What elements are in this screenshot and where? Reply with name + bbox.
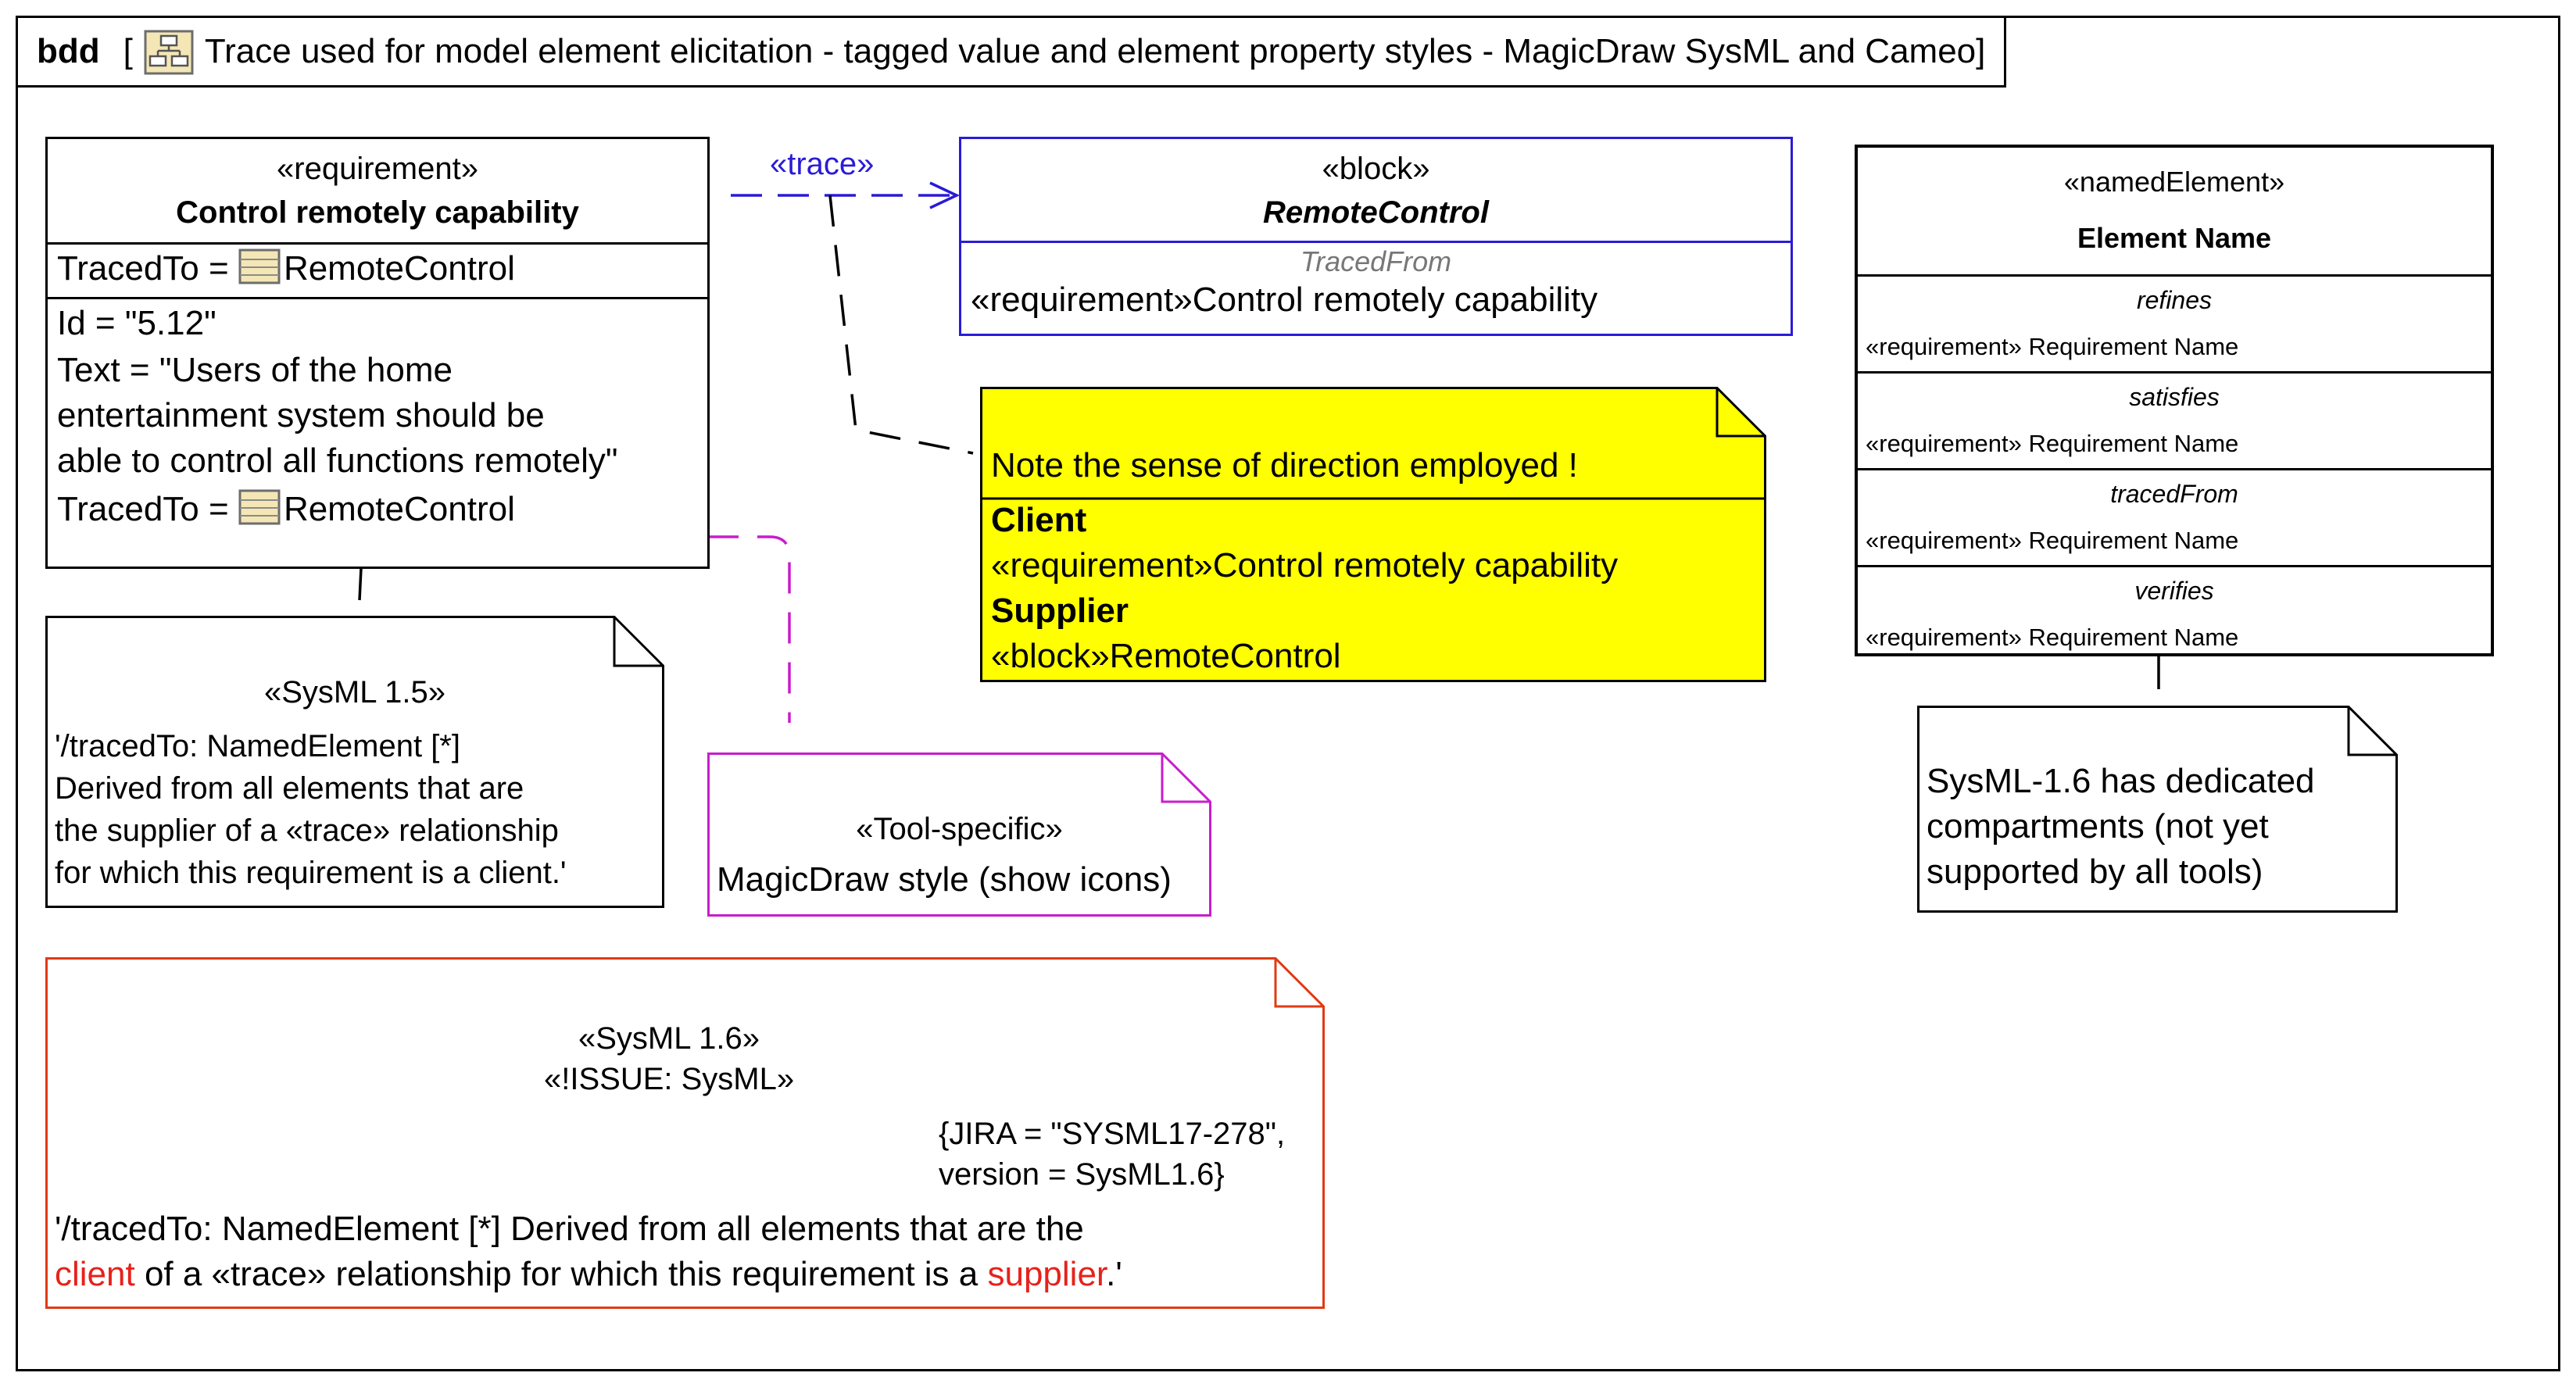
supplier-label: Supplier: [991, 592, 1129, 630]
refines-title: refines: [2136, 286, 2213, 314]
traced-from-title: TracedFrom: [1300, 245, 1452, 277]
satisfies-value: «requirement» Requirement Name: [1866, 430, 2239, 457]
requirement-traced-to-compartment: TracedTo = RemoteControl: [48, 242, 707, 297]
block-name: RemoteControl: [1263, 195, 1489, 230]
named-element-block[interactable]: «namedElement» Element Name refines «req…: [1855, 145, 2494, 656]
requirement-text-line-3: able to control all functions remotely": [57, 441, 618, 480]
verifies-compartment: verifies «requirement» Requirement Name: [1858, 565, 2491, 657]
block-icon: [238, 248, 281, 284]
tool-note-anchor: [707, 535, 791, 723]
sysml15-line-1: '/tracedTo: NamedElement [*]: [55, 729, 460, 763]
traced-to-target[interactable]: RemoteControl: [283, 490, 515, 528]
requirement-name: Control remotely capability: [176, 195, 579, 230]
traced-to-target[interactable]: RemoteControl: [283, 249, 515, 288]
verifies-value: «requirement» Requirement Name: [1866, 624, 2239, 651]
traced-to-label: TracedTo =: [57, 249, 238, 288]
yellow-note-anchor: [828, 195, 974, 455]
compartments-note-line-2: compartments (not yet: [1927, 807, 2269, 845]
refines-compartment: refines «requirement» Requirement Name: [1858, 274, 2491, 371]
sysml16-line-2: client of a «trace» relationship for whi…: [55, 1250, 1122, 1299]
tool-specific-text: MagicDraw style (show icons): [717, 860, 1172, 899]
traced-from-title: tracedFrom: [2110, 480, 2238, 508]
compartments-note-line-3: supported by all tools): [1927, 853, 2263, 891]
sysml16-line-1: '/tracedTo: NamedElement [*] Derived fro…: [55, 1210, 1084, 1248]
requirement-traced-to-bottom: TracedTo = RemoteControl: [57, 484, 698, 535]
sysml16-note: «SysML 1.6» «!ISSUE: SysML» {JIRA = "SYS…: [45, 957, 1325, 1309]
requirement-properties-compartment: Id = "5.12" Text = "Users of the home en…: [48, 297, 707, 535]
requirement-text-line-1: Text = "Users of the home: [57, 351, 453, 389]
client-highlight: client: [55, 1255, 135, 1293]
supplier-value: «block»RemoteControl: [991, 637, 1341, 675]
diagram-frame-tab: bdd [ Trace used for model element elici…: [16, 16, 2007, 88]
traced-from-value: «requirement»Control remotely capability: [971, 281, 1598, 319]
sysml15-line-2: Derived from all elements that are: [55, 771, 524, 806]
title-bracket: [: [123, 32, 133, 70]
block-traced-from-compartment: TracedFrom «requirement»Control remotely…: [961, 241, 1791, 320]
client-label: Client: [991, 501, 1087, 539]
jira-tag: {JIRA = "SYSML17-278",: [939, 1117, 1286, 1151]
diagram-title: Trace used for model element elicitation…: [204, 32, 1986, 70]
requirement-block[interactable]: «requirement» Control remotely capabilit…: [45, 137, 710, 569]
requirement-text-line-2: entertainment system should be: [57, 396, 545, 434]
sysml15-stereotype: «SysML 1.5»: [264, 675, 445, 710]
block-icon: [238, 488, 281, 525]
requirement-id: Id = "5.12": [57, 304, 216, 342]
tool-specific-stereotype: «Tool-specific»: [856, 812, 1063, 846]
direction-note-heading: Note the sense of direction employed !: [991, 446, 1578, 484]
trace-arrowhead: [929, 181, 961, 209]
traced-from-compartment: tracedFrom «requirement» Requirement Nam…: [1858, 468, 2491, 565]
trace-label: «trace»: [770, 147, 875, 181]
traced-from-value: «requirement» Requirement Name: [1866, 527, 2239, 554]
named-element-stereotype: «namedElement»: [2063, 166, 2285, 198]
sysml16-stereotype: «SysML 1.6»: [578, 1021, 760, 1056]
traced-to-label: TracedTo =: [57, 490, 238, 528]
client-value: «requirement»Control remotely capability: [991, 546, 1619, 584]
sysml15-line-3: the supplier of a «trace» relationship: [55, 813, 559, 848]
refines-value: «requirement» Requirement Name: [1866, 333, 2239, 360]
sysml15-line-4: for which this requirement is a client.': [55, 856, 567, 890]
satisfies-title: satisfies: [2129, 383, 2220, 411]
compartments-note-line-1: SysML-1.6 has dedicated: [1927, 762, 2315, 800]
supplier-highlight: supplier: [987, 1255, 1107, 1293]
satisfies-compartment: satisfies «requirement» Requirement Name: [1858, 371, 2491, 468]
tool-specific-note: «Tool-specific» MagicDraw style (show ic…: [707, 752, 1211, 917]
remote-control-block[interactable]: «block» RemoteControl TracedFrom «requir…: [959, 137, 1793, 336]
named-element-name: Element Name: [2077, 222, 2272, 254]
compartments-note: SysML-1.6 has dedicated compartments (no…: [1917, 706, 2398, 913]
diagram-kind: bdd: [37, 32, 100, 70]
sysml15-note: «SysML 1.5» '/tracedTo: NamedElement [*]…: [45, 616, 664, 908]
package-diagram-icon: [144, 27, 194, 77]
block-stereotype: «block»: [1322, 152, 1430, 186]
requirement-stereotype: «requirement»: [277, 152, 478, 186]
direction-note: Note the sense of direction employed ! C…: [980, 387, 1766, 682]
line-2-end: .': [1106, 1255, 1122, 1293]
sysml15-note-anchor: [358, 567, 363, 601]
issue-stereotype: «!ISSUE: SysML»: [544, 1062, 795, 1096]
line-2-middle: of a «trace» relationship for which this…: [134, 1255, 988, 1293]
version-tag: version = SysML1.6}: [939, 1157, 1225, 1192]
verifies-title: verifies: [2134, 577, 2214, 605]
